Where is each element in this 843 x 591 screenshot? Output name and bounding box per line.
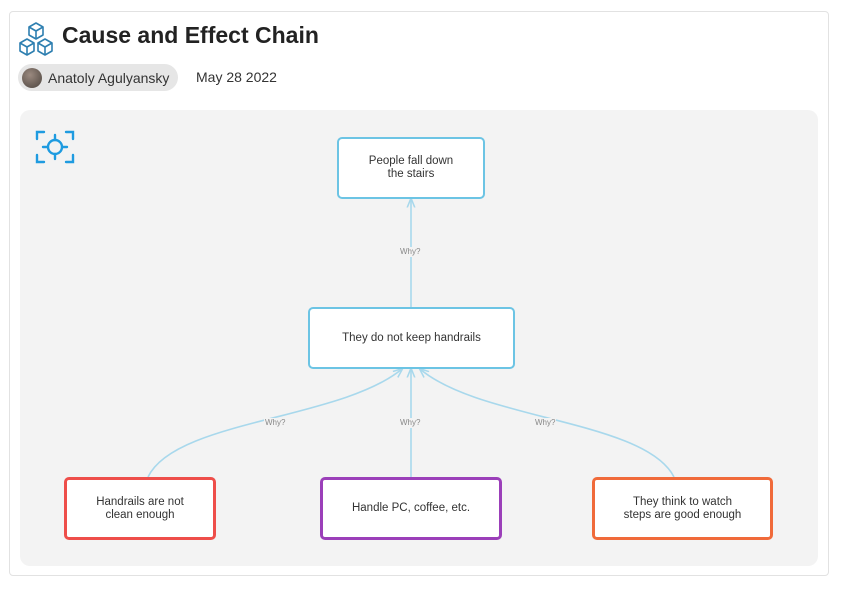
node-root-left[interactable]: Handrails are not clean enough [64, 477, 216, 540]
edge-label-left-to-cause: Why? [264, 418, 287, 428]
cubes-icon [19, 22, 53, 56]
edge-label-right-to-cause: Why? [534, 418, 557, 428]
edge-label-middle-to-cause: Why? [399, 418, 422, 428]
page-title: Cause and Effect Chain [62, 22, 319, 48]
node-root-middle[interactable]: Handle PC, coffee, etc. [320, 477, 502, 540]
focus-crosshair-icon[interactable] [35, 129, 75, 165]
author-name: Anatoly Agulyansky [48, 69, 170, 86]
node-effect[interactable]: People fall down the stairs [337, 137, 485, 199]
node-root-right[interactable]: They think to watch steps are good enoug… [592, 477, 773, 540]
author-chip[interactable]: Anatoly Agulyansky [18, 64, 179, 91]
edge-label-cause-to-effect: Why? [399, 247, 422, 257]
avatar [22, 67, 42, 88]
publish-date: May 28 2022 [196, 69, 277, 85]
node-cause[interactable]: They do not keep handrails [308, 307, 515, 369]
